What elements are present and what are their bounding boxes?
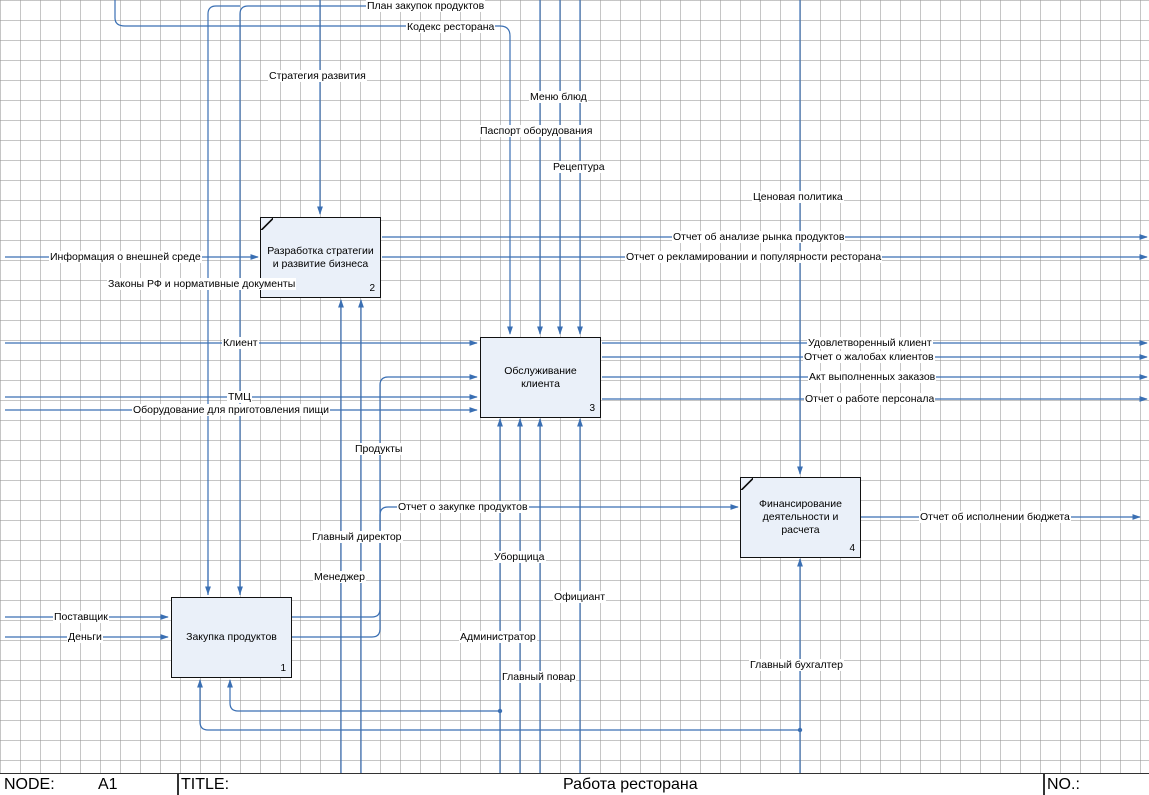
label-recipe: Рецептура — [552, 161, 606, 173]
label-orders-act: Акт выполненных заказов — [808, 371, 937, 383]
label-chief-accountant: Главный бухгалтер — [749, 659, 844, 671]
label-general-director: Главный директор — [311, 531, 403, 543]
label-head-chef: Главный повар — [501, 671, 577, 683]
box-corner-mark — [741, 478, 753, 490]
footer-title-label: TITLE: — [181, 776, 230, 793]
label-price-policy: Ценовая политика — [752, 191, 844, 203]
idef0-footer: NODE: A1 TITLE: Работа ресторана NO.: — [0, 773, 1149, 795]
arrow-accountant-to-purchase — [197, 679, 800, 731]
activity-box-service[interactable]: Обслуживание клиента 3 — [480, 337, 601, 418]
label-market-report: Отчет об анализе рынка продуктов — [672, 231, 846, 243]
label-plan-purchases: План закупок продуктов — [366, 0, 486, 12]
activity-number: 4 — [849, 543, 855, 554]
footer-title-value: Работа ресторана — [563, 776, 698, 793]
footer-node-label: NODE: — [4, 776, 55, 793]
label-purchase-report: Отчет о закупке продуктов — [397, 501, 529, 513]
activity-title: Разработка стратегии и развитие бизнеса — [267, 244, 374, 270]
label-cleaner: Уборщица — [493, 551, 546, 563]
arrow-restaurant-code-left — [114, 0, 513, 335]
label-products: Продукты — [354, 443, 404, 455]
activity-title: Закупка продуктов — [186, 631, 277, 643]
label-money: Деньги — [67, 631, 103, 643]
label-waiter: Официант — [553, 591, 606, 603]
label-advertising-report: Отчет о рекламировании и популярности ре… — [625, 251, 883, 263]
label-goods: ТМЦ — [227, 391, 252, 403]
activity-box-finance[interactable]: Финансирование деятельности и расчета 4 — [740, 477, 861, 558]
label-staff-report: Отчет о работе персонала — [804, 393, 936, 405]
footer-divider — [177, 774, 179, 795]
label-restaurant-code: Кодекс ресторана — [406, 21, 496, 33]
arrow-plan-purchases — [239, 5, 400, 595]
label-budget-report: Отчет об исполнении бюджета — [919, 511, 1071, 523]
arrow-products — [292, 374, 478, 618]
arrow-admin-to-purchase — [227, 679, 500, 712]
label-cooking-equipment: Оборудование для приготовления пищи — [132, 404, 330, 416]
activity-title: Обслуживание клиента — [504, 364, 577, 390]
label-supplier: Поставщик — [53, 611, 109, 623]
label-administrator: Администратор — [459, 631, 537, 643]
label-equipment-passport: Паспорт оборудования — [479, 125, 594, 137]
label-laws: Законы РФ и нормативные документы — [107, 278, 297, 290]
label-environment-info: Информация о внешней среде — [49, 251, 202, 263]
activity-number: 1 — [280, 663, 286, 674]
label-dev-strategy: Стратегия развития — [268, 70, 367, 82]
activity-title: Финансирование деятельности и расчета — [759, 498, 842, 536]
label-complaints-report: Отчет о жалобах клиентов — [803, 351, 935, 363]
label-manager: Менеджер — [313, 571, 366, 583]
activity-box-purchase[interactable]: Закупка продуктов 1 — [171, 597, 292, 678]
activity-number: 3 — [589, 403, 595, 414]
label-satisfied-client: Удовлетворенный клиент — [807, 337, 933, 349]
label-menu: Меню блюд — [529, 91, 588, 103]
box-corner-mark — [261, 218, 273, 230]
footer-no-label: NO.: — [1047, 776, 1080, 793]
footer-node-value: A1 — [98, 776, 118, 793]
arrow-plan-left — [207, 5, 240, 595]
label-client: Клиент — [222, 337, 259, 349]
arrow-purchase-report — [292, 504, 739, 638]
activity-number: 2 — [369, 283, 375, 294]
footer-divider — [1043, 774, 1045, 795]
